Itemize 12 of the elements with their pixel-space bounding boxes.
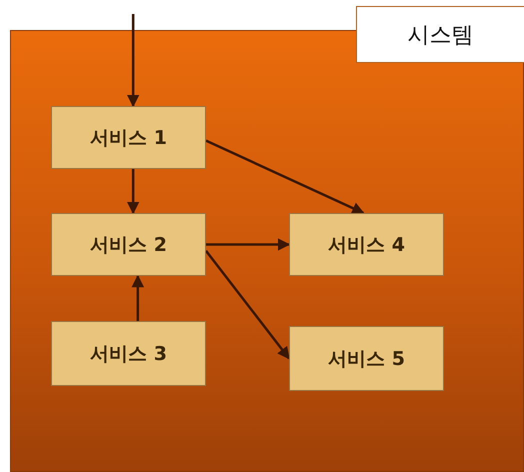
arrow (205, 140, 365, 214)
service-box: 서비스 3 (51, 321, 206, 386)
service-box: 서비스 2 (51, 213, 206, 276)
service-box: 서비스 5 (289, 326, 444, 391)
arrow (126, 169, 140, 214)
arrow (126, 14, 140, 108)
arrow (132, 274, 144, 321)
arrow (206, 238, 290, 251)
service-box: 서비스 4 (289, 213, 444, 276)
arrow (205, 250, 290, 360)
service-box: 서비스 1 (51, 106, 206, 169)
panel-title: 시스템 (356, 6, 524, 63)
